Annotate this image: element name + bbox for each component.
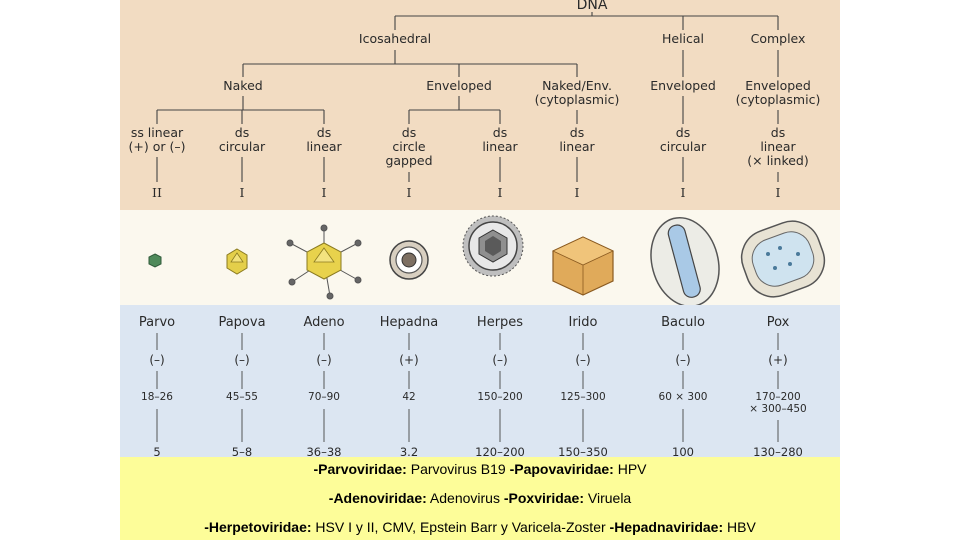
family-name-irido: Irido bbox=[568, 315, 598, 330]
herpes-virion-icon bbox=[462, 215, 524, 277]
envelope-complex-enveloped: Enveloped (cytoplasmic) bbox=[735, 78, 821, 107]
caption-line-1: -Parvoviridae: Parvovirus B19 -Papovavir… bbox=[313, 461, 647, 477]
caption-line-3: -Herpetoviridae: HSV I y II, CMV, Epstei… bbox=[204, 519, 756, 535]
adeno-virion-icon bbox=[286, 224, 362, 300]
papova-virion-icon bbox=[226, 248, 248, 275]
size-herpes: 150–200 bbox=[477, 391, 523, 403]
class-irido: I bbox=[574, 185, 580, 200]
size-irido: 125–300 bbox=[560, 391, 606, 403]
family-name-pox: Pox bbox=[766, 315, 790, 330]
class-parvo: II bbox=[152, 185, 162, 200]
genome-pox: ds linear (× linked) bbox=[747, 125, 809, 168]
family-name-papova: Papova bbox=[218, 315, 266, 330]
irido-virion-icon bbox=[552, 236, 614, 296]
family-connectors bbox=[156, 333, 779, 442]
virion-drawings bbox=[148, 215, 826, 308]
family-name-hepadna: Hepadna bbox=[379, 315, 439, 330]
size-baculo: 60 × 300 bbox=[658, 391, 708, 403]
size-papova: 45–55 bbox=[226, 391, 258, 403]
caption-line-2: -Adenoviridae: Adenovirus -Poxviridae: V… bbox=[328, 490, 632, 506]
sense-adeno: (–) bbox=[316, 353, 332, 367]
sense-hepadna: (+) bbox=[399, 353, 419, 367]
kb-baculo: 100 bbox=[672, 445, 694, 459]
class-hepadna: I bbox=[406, 185, 412, 200]
size-adeno: 70–90 bbox=[308, 391, 340, 403]
symmetry-icosahedral: Icosahedral bbox=[358, 31, 432, 46]
virion-illustrations bbox=[120, 210, 840, 308]
sense-papova: (–) bbox=[234, 353, 250, 367]
envelope-enveloped: Enveloped bbox=[426, 78, 492, 93]
size-parvo: 18–26 bbox=[141, 391, 173, 403]
envelope-helical-enveloped: Enveloped bbox=[650, 78, 716, 93]
kb-papova: 5–8 bbox=[231, 445, 253, 459]
class-papova: I bbox=[239, 185, 245, 200]
root-label: DNA bbox=[576, 0, 608, 13]
kb-parvo: 5 bbox=[153, 445, 161, 459]
size-pox: 170–200 × 300–450 bbox=[749, 391, 807, 415]
class-adeno: I bbox=[321, 185, 327, 200]
class-herpes: I bbox=[497, 185, 503, 200]
hepadna-virion-icon bbox=[389, 240, 429, 280]
envelope-naked-env: Naked/Env. (cytoplasmic) bbox=[534, 78, 620, 107]
sense-pox: (+) bbox=[768, 353, 788, 367]
tree-connectors bbox=[156, 12, 779, 182]
family-name-herpes: Herpes bbox=[476, 315, 524, 330]
kb-hepadna: 3.2 bbox=[399, 445, 419, 459]
family-name-baculo: Baculo bbox=[661, 315, 705, 330]
genome-papova: ds circular bbox=[218, 125, 266, 154]
genome-hepadna: ds circle gapped bbox=[385, 125, 433, 168]
symmetry-complex: Complex bbox=[750, 31, 806, 46]
kb-pox: 130–280 bbox=[753, 445, 803, 459]
family-name-adeno: Adeno bbox=[303, 315, 345, 330]
parvo-virion-icon bbox=[148, 253, 162, 268]
genome-adeno: ds linear bbox=[306, 125, 342, 154]
kb-herpes: 120–200 bbox=[475, 445, 525, 459]
slide: DNA Icosahedral Helical Complex Naked En… bbox=[120, 0, 840, 540]
class-pox: I bbox=[775, 185, 781, 200]
kb-adeno: 36–38 bbox=[306, 445, 342, 459]
classification-tree: DNA Icosahedral Helical Complex Naked En… bbox=[120, 0, 840, 210]
sense-herpes: (–) bbox=[492, 353, 508, 367]
envelope-naked: Naked bbox=[223, 78, 263, 93]
sense-irido: (–) bbox=[575, 353, 591, 367]
size-hepadna: 42 bbox=[402, 391, 416, 403]
kb-irido: 150–350 bbox=[558, 445, 608, 459]
genome-baculo: ds circular bbox=[659, 125, 707, 154]
genome-herpes: ds linear bbox=[482, 125, 518, 154]
pox-virion-icon bbox=[740, 220, 826, 298]
sense-baculo: (–) bbox=[675, 353, 691, 367]
class-baculo: I bbox=[680, 185, 686, 200]
family-table: Parvo Papova Adeno Hepadna Herpes Irido … bbox=[120, 305, 840, 459]
caption-box: -Parvoviridae: Parvovirus B19 -Papovavir… bbox=[120, 457, 840, 540]
symmetry-helical: Helical bbox=[661, 31, 705, 46]
sense-parvo: (–) bbox=[149, 353, 165, 367]
genome-irido: ds linear bbox=[559, 125, 595, 154]
family-name-parvo: Parvo bbox=[138, 315, 176, 330]
genome-parvo: ss linear (+) or (–) bbox=[128, 125, 186, 154]
baculo-virion-icon bbox=[650, 216, 720, 308]
